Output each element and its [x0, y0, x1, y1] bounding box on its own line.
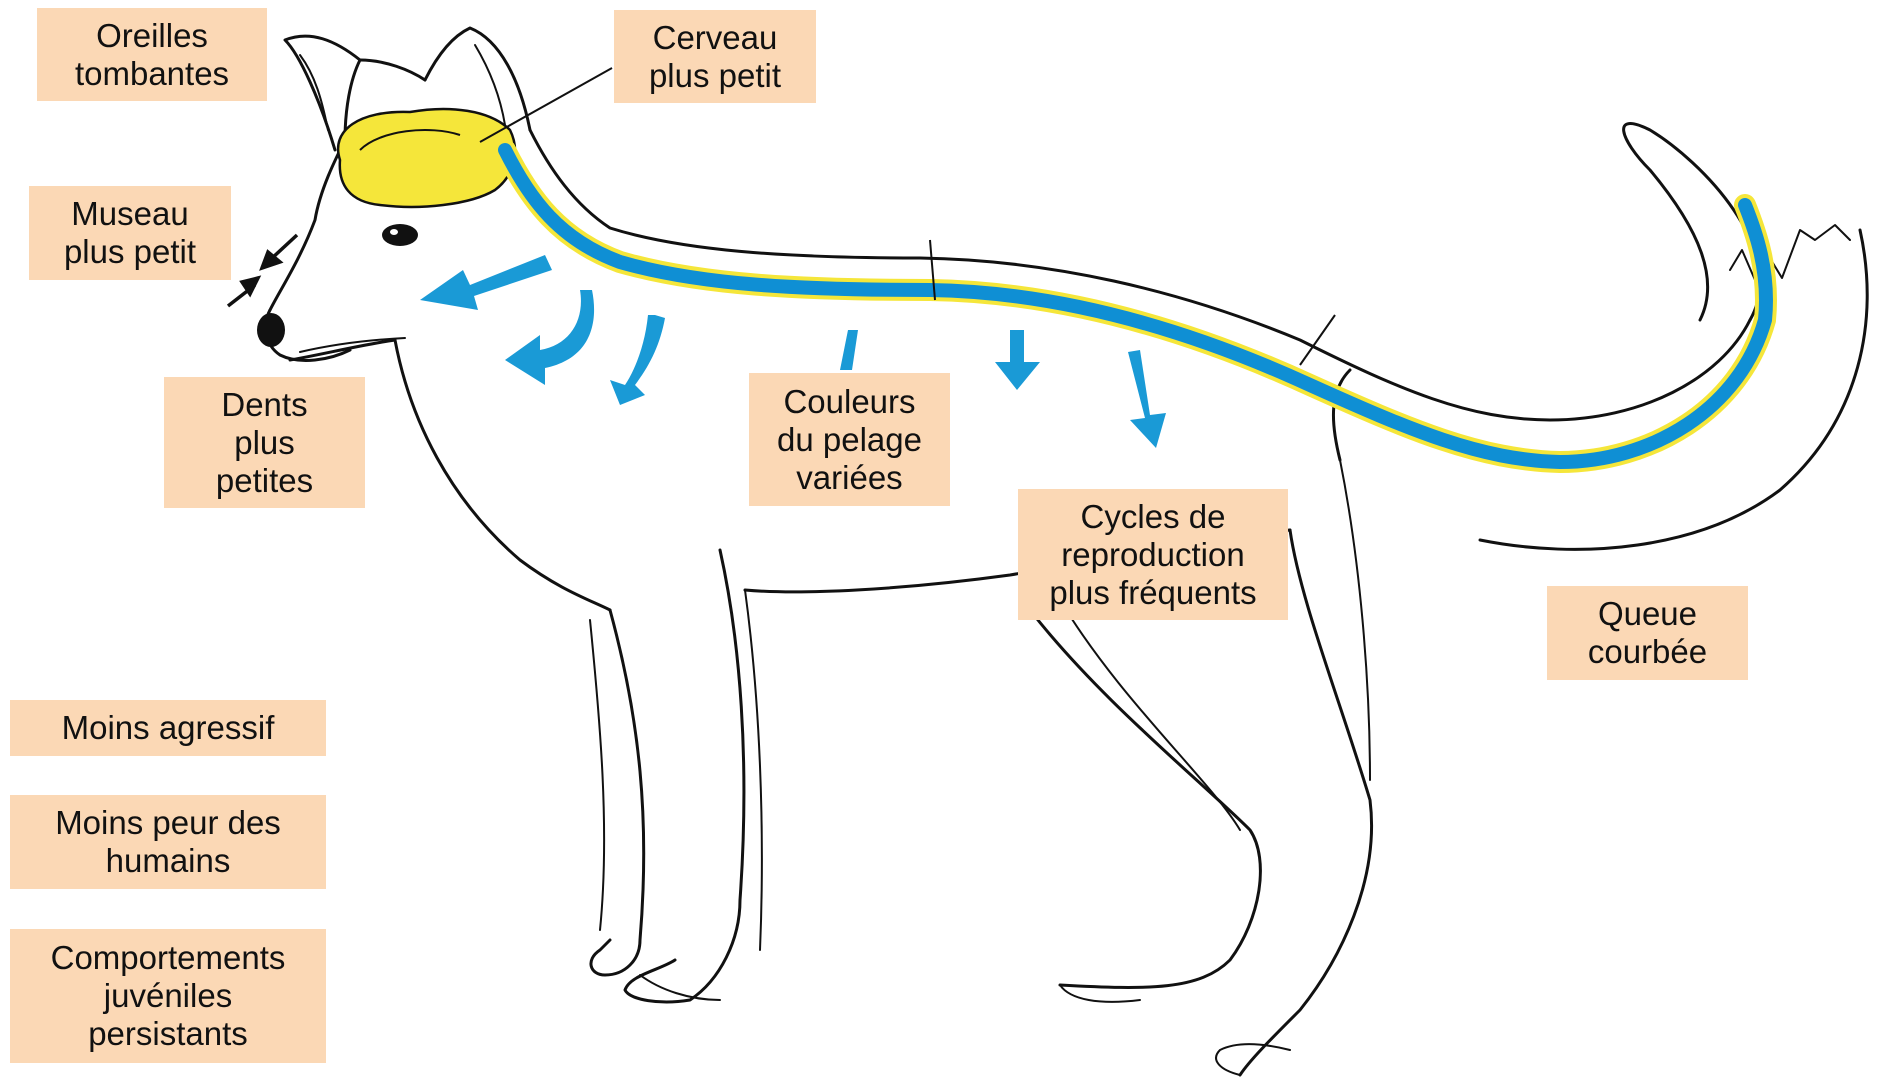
label-curved-tail: Queue courbée [1547, 586, 1748, 680]
label-less-aggressive-text: Moins agressif [62, 709, 275, 747]
label-smaller-brain: Cerveau plus petit [614, 10, 816, 103]
head-outline [270, 140, 345, 310]
hind-leg-left [1030, 610, 1260, 987]
label-curved-tail-text: Queue courbée [1588, 595, 1707, 671]
label-reproduction-cycles-text: Cycles de reproduction plus fréquents [1049, 498, 1256, 612]
brain-shape [338, 109, 515, 207]
label-less-aggressive: Moins agressif [10, 700, 326, 756]
tail-underside [1480, 230, 1867, 549]
front-leg-right [625, 550, 744, 1002]
chest [395, 340, 610, 610]
label-drooping-ears-text: Oreilles tombantes [75, 17, 229, 93]
label-reproduction-cycles: Cycles de reproduction plus fréquents [1018, 489, 1288, 620]
label-smaller-muzzle: Museau plus petit [29, 186, 231, 280]
front-leg-left [591, 610, 644, 975]
label-smaller-teeth-text: Dents plus petites [216, 386, 313, 500]
spinal-cord-blue [505, 150, 1766, 462]
arrow-6 [1128, 350, 1166, 448]
spinal-cord-outline [505, 150, 1766, 462]
label-varied-coat-colors: Couleurs du pelage variées [749, 373, 950, 506]
label-smaller-muzzle-text: Museau plus petit [64, 195, 196, 271]
eye-highlight [390, 229, 398, 235]
nose [257, 313, 285, 347]
label-smaller-brain-text: Cerveau plus petit [649, 19, 781, 95]
arrow-4 [840, 330, 858, 370]
label-less-fear-of-humans-text: Moins peur des humains [55, 804, 281, 880]
label-juvenile-behaviors: Comportements juvéniles persistants [10, 929, 326, 1063]
arrow-5 [995, 330, 1040, 390]
muzzle-arrows [228, 235, 297, 306]
label-less-fear-of-humans: Moins peur des humains [10, 795, 326, 889]
label-drooping-ears: Oreilles tombantes [37, 8, 267, 101]
eye [382, 224, 418, 246]
arrow-1 [420, 255, 552, 310]
arrow-2 [505, 290, 594, 385]
forehead [360, 60, 425, 80]
label-varied-coat-colors-text: Couleurs du pelage variées [777, 383, 922, 497]
front-leg-left-inner [590, 620, 604, 930]
front-leg-right-inner [745, 590, 762, 950]
label-smaller-teeth: Dents plus petites [164, 377, 365, 508]
label-juvenile-behaviors-text: Comportements juvéniles persistants [51, 939, 286, 1053]
arrow-3 [610, 315, 665, 405]
front-paw [640, 975, 720, 1000]
spine-tick-2 [1300, 315, 1335, 365]
hind-leg-right-inner [1340, 460, 1370, 780]
spinal-cord-yellow [505, 150, 1766, 462]
